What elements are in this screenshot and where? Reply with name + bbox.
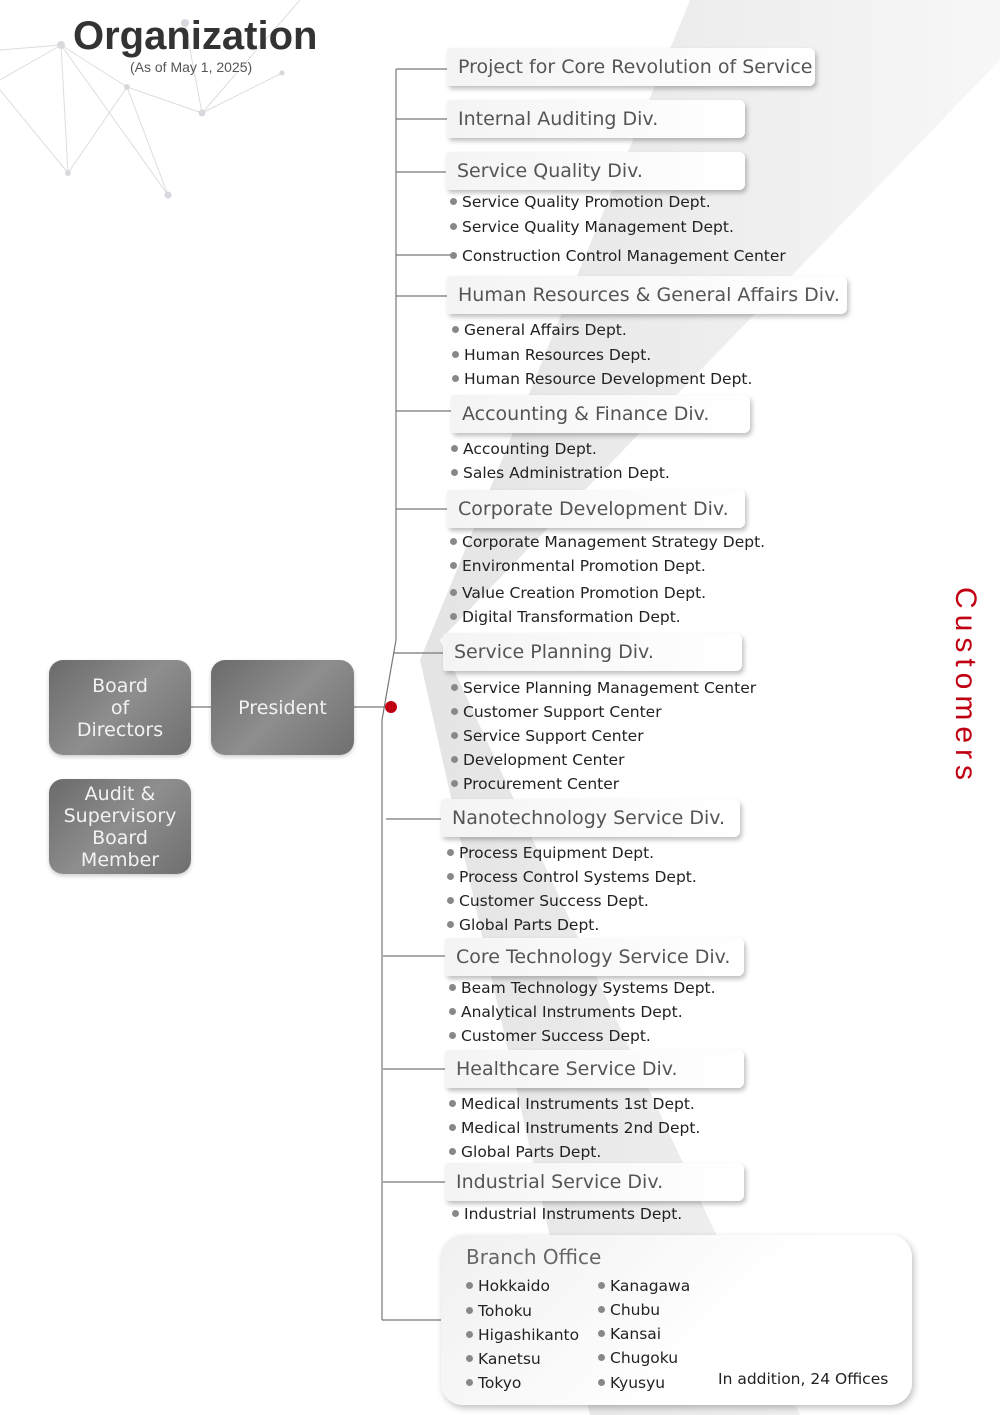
- dept-item: Human Resource Development Dept.: [452, 369, 752, 389]
- dept-item: Human Resources Dept.: [452, 345, 651, 365]
- customers-label: Customers: [949, 587, 982, 787]
- dept-item: Service Quality Promotion Dept.: [450, 192, 711, 212]
- as-of-date: (As of May 1, 2025): [130, 59, 253, 75]
- label: Board: [92, 826, 148, 849]
- dept-item: Process Equipment Dept.: [447, 843, 654, 863]
- junction-dot: [385, 701, 397, 713]
- branch-item: Kanagawa: [598, 1276, 690, 1296]
- division-box: Industrial Service Div.: [445, 1163, 744, 1201]
- branch-item: Kanetsu: [466, 1349, 541, 1369]
- dept-item: Development Center: [451, 750, 624, 770]
- label: Supervisory: [63, 804, 177, 827]
- branch-item: Higashikanto: [466, 1325, 579, 1345]
- dept-item: Service Support Center: [451, 726, 644, 746]
- dept-item: Industrial Instruments Dept.: [452, 1204, 682, 1224]
- label: Board: [92, 674, 148, 697]
- dept-item: Analytical Instruments Dept.: [449, 1002, 683, 1022]
- dept-item: Customer Success Dept.: [449, 1026, 651, 1046]
- dept-item: Customer Success Dept.: [447, 891, 649, 911]
- branch-note: In addition, 24 Offices: [718, 1370, 889, 1388]
- org-connectors: [191, 68, 452, 1321]
- dept-item: Sales Administration Dept.: [451, 463, 670, 483]
- branch-item: Tohoku: [466, 1301, 532, 1321]
- division-box: Healthcare Service Div.: [445, 1050, 744, 1088]
- dept-item: Service Planning Management Center: [451, 678, 756, 698]
- dept-item: Construction Control Management Center: [450, 246, 786, 266]
- dept-item: Corporate Management Strategy Dept.: [450, 532, 765, 552]
- branch-item: Chugoku: [598, 1348, 678, 1368]
- branch-item: Chubu: [598, 1300, 660, 1320]
- label: Audit &: [84, 782, 156, 805]
- branch-item: Kansai: [598, 1324, 661, 1344]
- division-box: Service Planning Div.: [443, 633, 742, 671]
- division-box: Human Resources & General Affairs Div.: [447, 276, 847, 314]
- label: President: [238, 696, 327, 719]
- dept-item: General Affairs Dept.: [452, 320, 627, 340]
- division-box: Service Quality Div.: [446, 152, 745, 190]
- dept-item: Medical Instruments 1st Dept.: [449, 1094, 695, 1114]
- division-box: Core Technology Service Div.: [445, 938, 744, 976]
- division-box: Nanotechnology Service Div.: [441, 799, 740, 837]
- branch-item: Tokyo: [466, 1373, 521, 1393]
- division-box: Accounting & Finance Div.: [451, 395, 750, 433]
- branch-item: Hokkaido: [466, 1276, 550, 1296]
- division-box: Project for Core Revolution of Service: [447, 48, 815, 86]
- dept-item: Accounting Dept.: [451, 439, 597, 459]
- branch-office-box: Branch Office Hokkaido Tohoku Higashikan…: [441, 1235, 912, 1405]
- branch-item: Kyusyu: [598, 1373, 665, 1393]
- dept-item: Digital Transformation Dept.: [450, 607, 681, 627]
- dept-item: Beam Technology Systems Dept.: [449, 978, 716, 998]
- label: Member: [80, 848, 160, 871]
- president-box: President: [211, 660, 354, 755]
- dept-item: Value Creation Promotion Dept.: [450, 583, 706, 603]
- dept-item: Process Control Systems Dept.: [447, 867, 697, 887]
- dept-item: Medical Instruments 2nd Dept.: [449, 1118, 700, 1138]
- dept-item: Procurement Center: [451, 774, 619, 794]
- division-box: Corporate Development Div.: [447, 490, 745, 528]
- label: Directors: [76, 718, 164, 741]
- page-title: Organization: [73, 14, 318, 58]
- label: of: [110, 696, 130, 719]
- dept-item: Environmental Promotion Dept.: [450, 556, 706, 576]
- dept-item: Global Parts Dept.: [447, 915, 599, 935]
- branch-title: Branch Office: [466, 1245, 602, 1269]
- division-box: Internal Auditing Div.: [447, 100, 745, 138]
- dept-item: Service Quality Management Dept.: [450, 217, 734, 237]
- dept-item: Customer Support Center: [451, 702, 662, 722]
- dept-item: Global Parts Dept.: [449, 1142, 601, 1162]
